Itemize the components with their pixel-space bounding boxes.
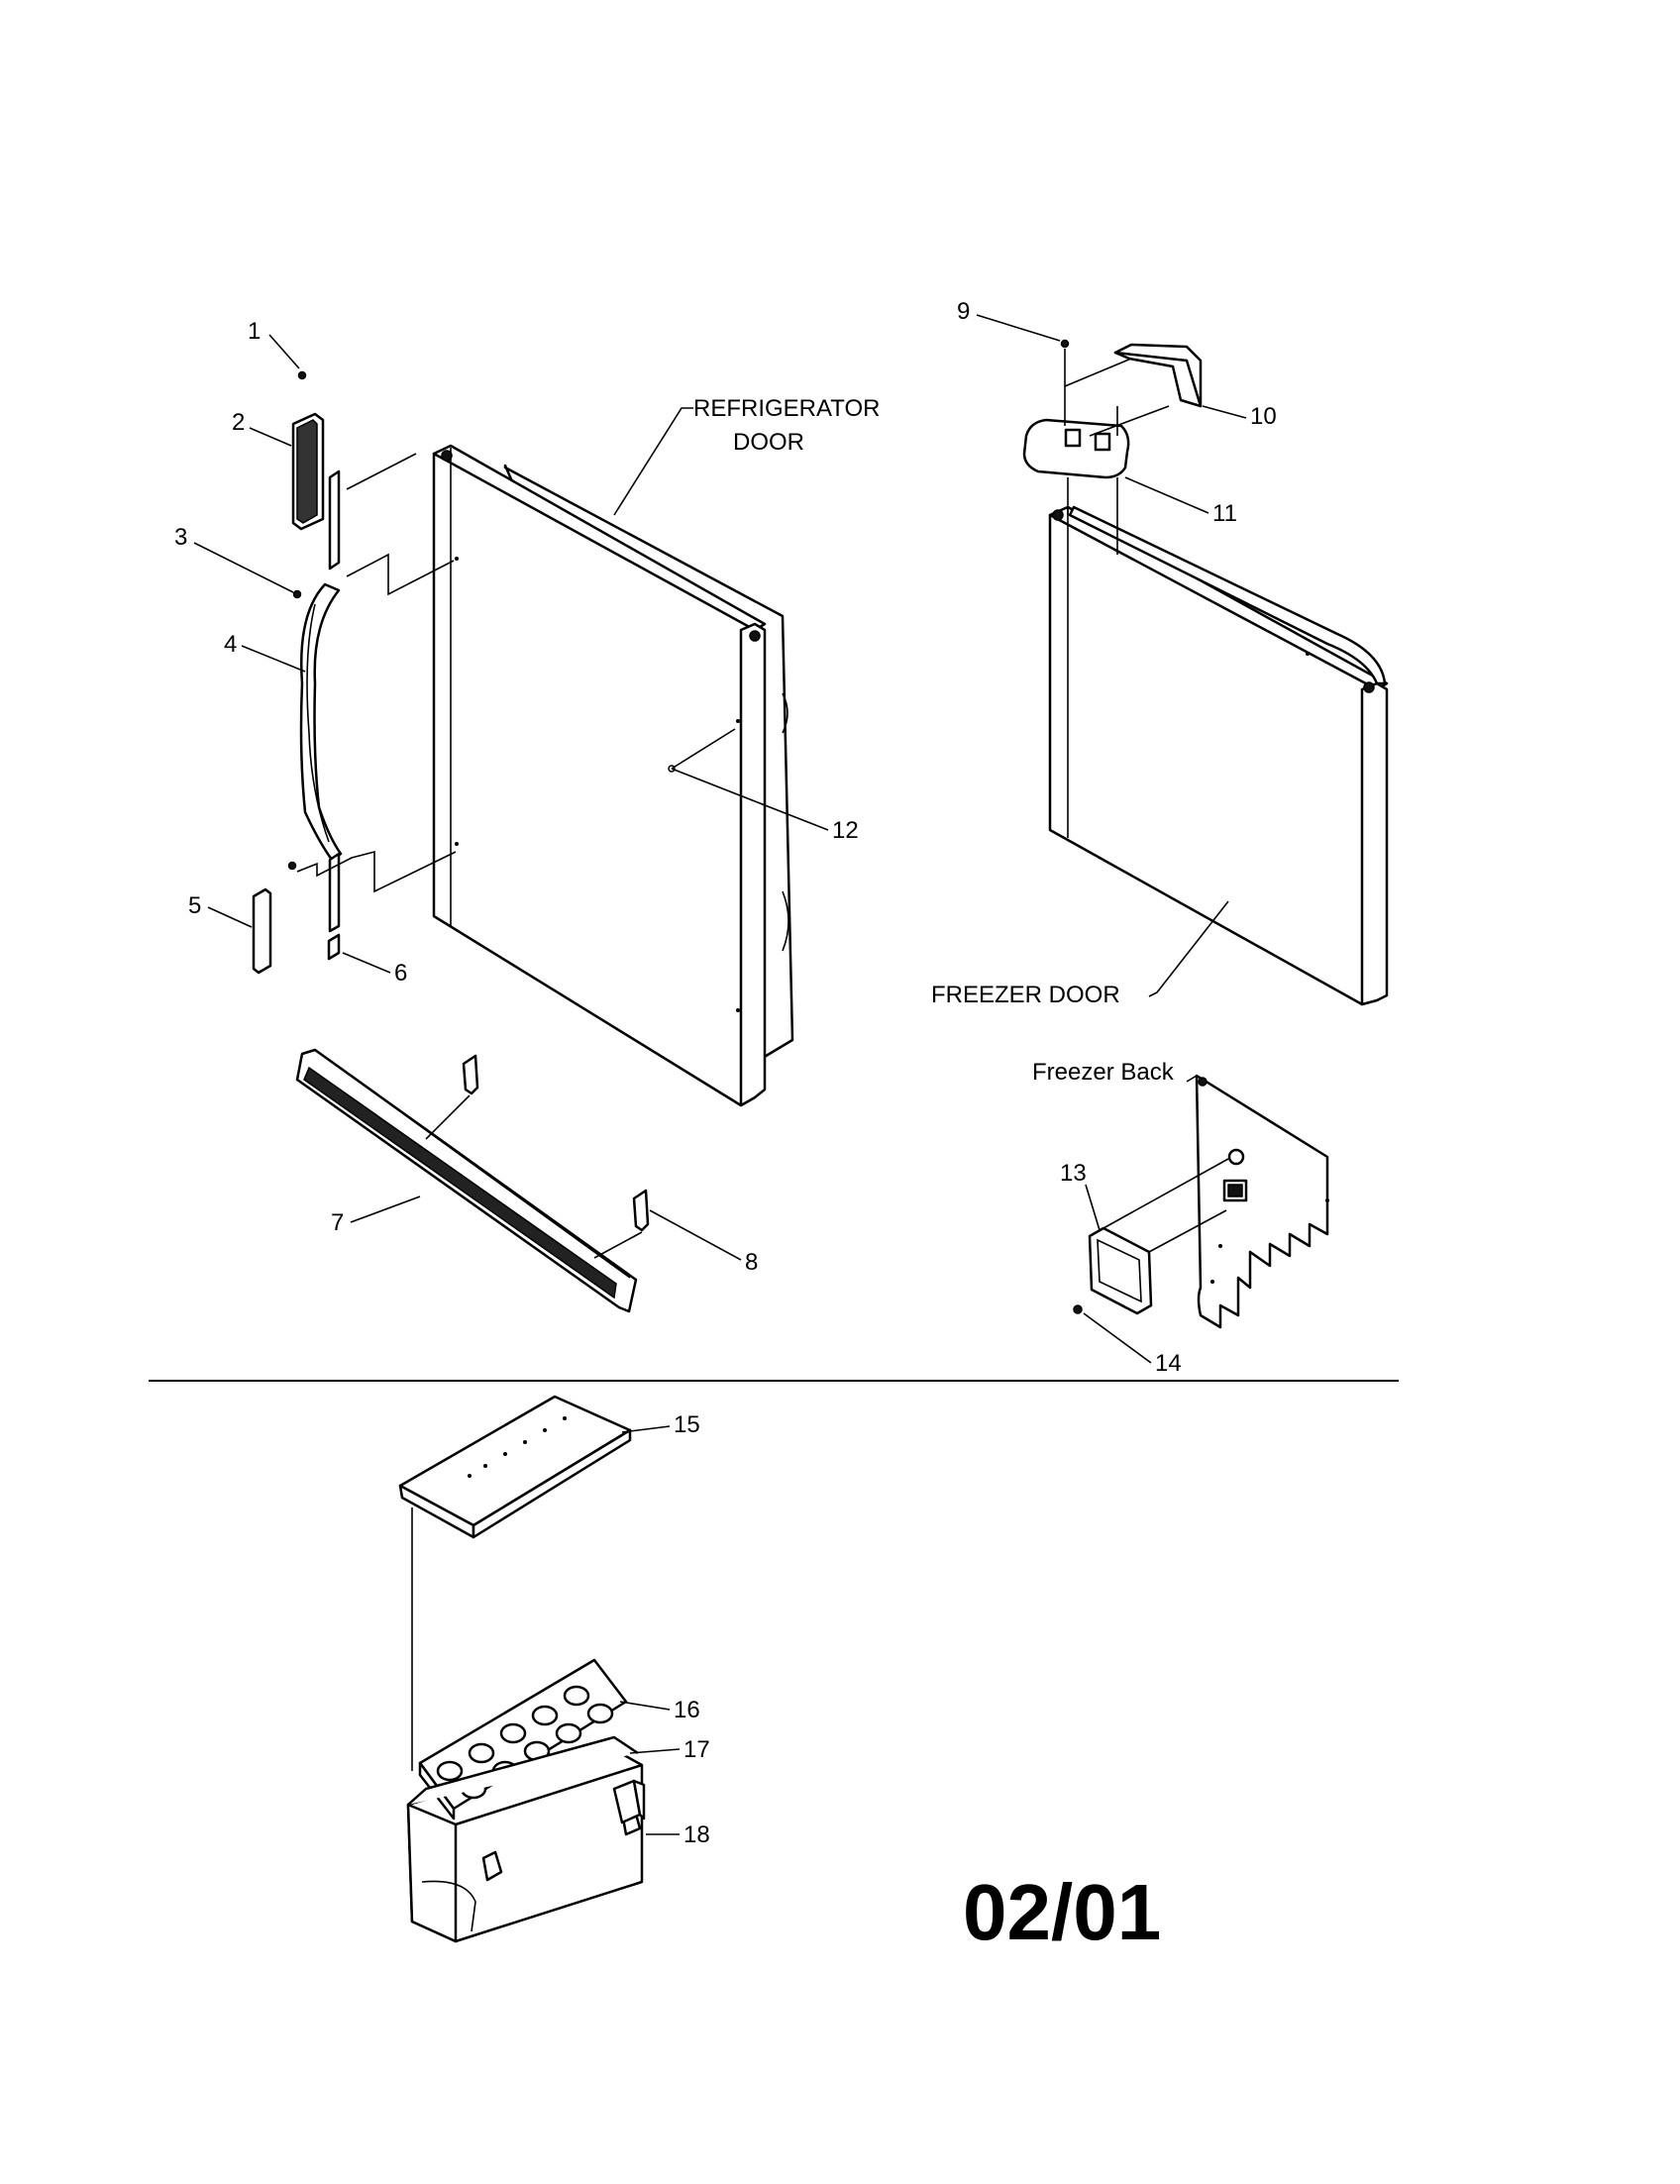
freezer-back-label: Freezer Back [1032, 1059, 1175, 1086]
part-number-13: 13 [1060, 1160, 1087, 1187]
handle-assembly [252, 370, 457, 975]
part-6-clip [327, 933, 341, 961]
freezer-hinge [1022, 339, 1203, 555]
part-number-17: 17 [683, 1736, 710, 1763]
part-9-screw [1060, 339, 1070, 349]
part-number-15: 15 [674, 1411, 700, 1438]
shelf-bin-assembly [398, 1395, 646, 1943]
part-number-12: 12 [832, 817, 859, 844]
grille-assembly [295, 1048, 650, 1313]
leader-freezer-door [1148, 900, 1229, 997]
refrigerator-door-label-line1: REFRIGERATOR [693, 395, 880, 422]
refrigerator-door [432, 444, 794, 1107]
leader-refrigerator-door [613, 407, 693, 516]
part-5-bottom-cap [252, 887, 272, 975]
part-number-4: 4 [224, 631, 237, 658]
part-number-14: 14 [1155, 1350, 1182, 1377]
part-number-5: 5 [188, 892, 201, 919]
part-callouts: 1 2 3 4 5 6 7 8 9 10 11 12 13 14 15 16 [174, 298, 1277, 1848]
freezer-back [1073, 1074, 1329, 1329]
part-number-3: 3 [174, 524, 187, 551]
revision-code: 02/01 [963, 1868, 1161, 1956]
part-3-screw [292, 589, 302, 599]
part-number-18: 18 [683, 1821, 710, 1848]
part-number-16: 16 [674, 1697, 700, 1723]
part-8-clip-lower [632, 1189, 650, 1232]
part-14-screw [1073, 1304, 1083, 1314]
part-number-9: 9 [957, 298, 970, 325]
refrigerator-door-label-line2: DOOR [733, 429, 804, 456]
part-number-8: 8 [745, 1249, 758, 1276]
part-number-7: 7 [331, 1209, 344, 1236]
leader-freezer-back [1186, 1075, 1198, 1083]
freezer-door-label: FREEZER DOOR [931, 982, 1120, 1008]
part-11-hinge [1022, 418, 1130, 479]
part-8-clip-upper [462, 1054, 479, 1095]
part-number-1: 1 [248, 318, 261, 345]
part-1-screw [297, 370, 307, 380]
part-4-handle [299, 582, 343, 862]
part-number-2: 2 [232, 409, 245, 436]
part-number-10: 10 [1250, 403, 1277, 430]
part-number-6: 6 [394, 960, 407, 987]
part-number-11: 11 [1212, 500, 1237, 527]
freezer-door [1048, 505, 1389, 1006]
